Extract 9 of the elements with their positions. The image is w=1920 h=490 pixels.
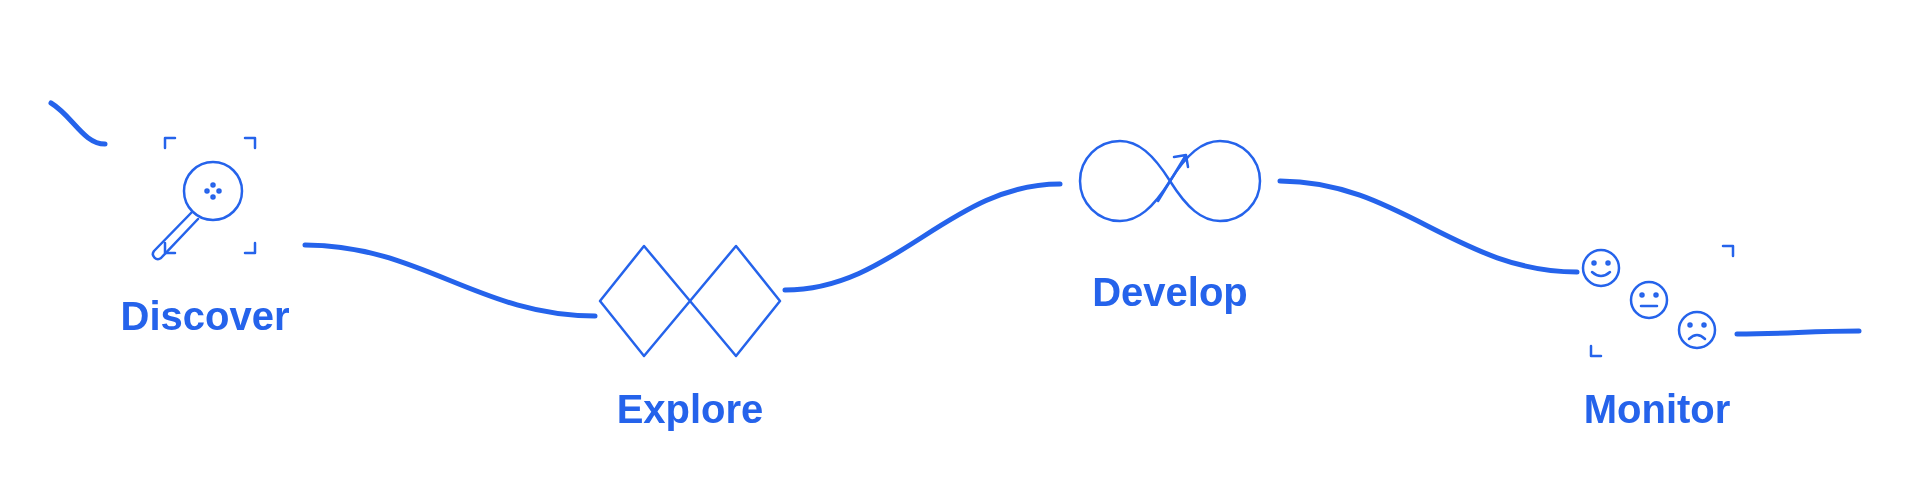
stage-label: Develop (1092, 272, 1248, 312)
curved-line (782, 181, 1063, 293)
curved-line (1734, 328, 1862, 337)
stage-label: Discover (120, 296, 290, 336)
curved-line (1277, 178, 1580, 275)
stage-label: Monitor (1583, 389, 1731, 429)
curved-line (302, 242, 598, 319)
stage-label: Explore (616, 389, 764, 429)
curved-line (48, 100, 108, 147)
